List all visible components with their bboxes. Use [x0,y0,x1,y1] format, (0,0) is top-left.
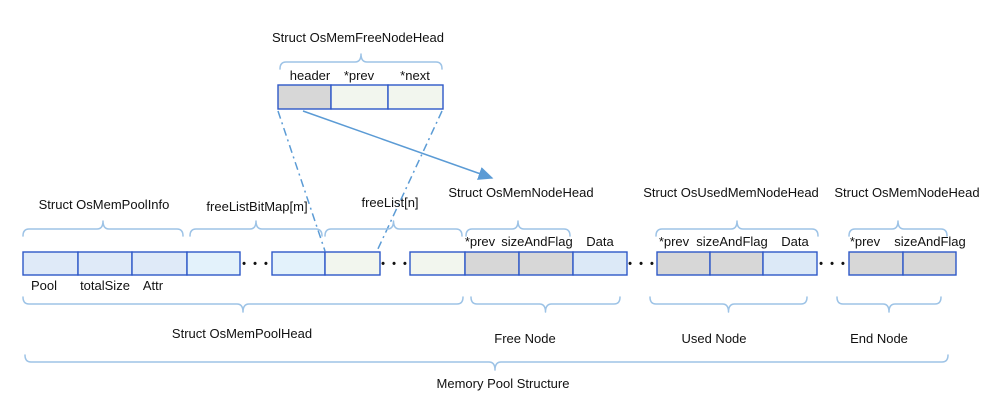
cell-pool [22,251,79,276]
memory-pool-brace [24,354,949,371]
free-node-brace [470,296,621,313]
free-list-brace [324,220,463,237]
ellipsis-bitmap: • • • [242,258,270,270]
used-node-head-struct-brace [655,220,819,237]
projection-line-right [376,110,443,252]
cell-freenode-prev [464,251,520,276]
ellipsis-free-used: • • • [628,258,656,270]
projection-line-left [277,110,326,252]
ellipsis-freelist: • • • [381,258,409,270]
used-node-caption: Used Node [681,331,746,346]
free-node-caption: Free Node [494,331,555,346]
cell-usednode-prev [656,251,711,276]
pool-info-brace [22,220,184,237]
free-node-head-field-next: *next [400,68,430,83]
cell-freenode-sizeandflag [518,251,574,276]
cell-freelist-1 [324,251,381,276]
free-node-head-field-prev: *prev [344,68,375,83]
free-list-label: freeList[n] [361,195,418,210]
ellipsis-used-end: • • • [819,258,847,270]
used-node-field-sizeandflag: sizeAndFlag [696,234,768,249]
free-list-bitmap-brace [189,220,323,237]
header-pointer-arrow [302,110,494,180]
free-node-head-brace [279,53,443,70]
cell-usednode-data [762,251,818,276]
free-node-head-struct-brace [465,220,571,237]
cell-next [387,84,444,110]
end-node-field-prev: *prev [850,234,881,249]
cell-totalsize [77,251,133,276]
pool-info-field-pool: Pool [31,278,57,293]
free-node-field-data: Data [586,234,614,249]
memory-pool-caption: Memory Pool Structure [437,376,570,391]
used-node-title: Struct OsUsedMemNodeHead [643,185,819,200]
used-node-field-prev: *prev [659,234,690,249]
cell-header [277,84,332,110]
free-node-field-prev: *prev [465,234,496,249]
cell-endnode-prev [848,251,904,276]
pool-head-caption: Struct OsMemPoolHead [172,326,312,341]
used-node-field-data: Data [781,234,809,249]
end-node-head-struct-brace [848,220,948,237]
pool-head-brace [22,296,464,313]
cell-endnode-sizeandflag [902,251,957,276]
end-node-field-sizeandflag: sizeAndFlag [894,234,966,249]
used-node-brace [649,296,808,313]
cell-bitmap-2 [271,251,326,276]
free-list-bitmap-label: freeListBitMap[m] [206,199,307,214]
cell-bitmap-1 [186,251,241,276]
pool-info-field-attr: Attr [143,278,164,293]
free-node-head-field-header: header [290,68,331,83]
end-node-brace [836,296,942,313]
free-node-head-title: Struct OsMemFreeNodeHead [272,30,444,45]
free-node-field-sizeandflag: sizeAndFlag [501,234,573,249]
cell-attr [131,251,188,276]
end-node-caption: End Node [850,331,908,346]
cell-freenode-data [572,251,628,276]
pool-info-title: Struct OsMemPoolInfo [39,197,170,212]
pool-info-field-totalsize: totalSize [80,278,130,293]
cell-usednode-sizeandflag [709,251,764,276]
cell-freelist-2 [409,251,466,276]
cell-prev [330,84,389,110]
end-node-title: Struct OsMemNodeHead [834,185,979,200]
free-node-title: Struct OsMemNodeHead [448,185,593,200]
